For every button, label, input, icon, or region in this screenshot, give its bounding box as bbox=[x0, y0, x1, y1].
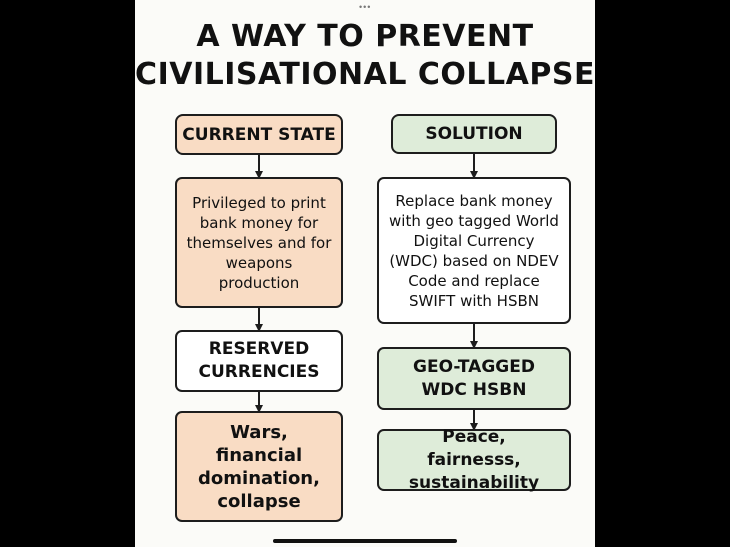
peace-fairness-box: Peace, fairnesss, sustainability bbox=[377, 427, 571, 493]
replace-bank-money-box: Replace bank money with geo tagged World… bbox=[377, 177, 571, 324]
more-dots-icon[interactable]: ••• bbox=[359, 2, 372, 12]
title-line-1: A WAY TO PREVENT bbox=[196, 19, 534, 54]
solution-header: SOLUTION bbox=[391, 114, 557, 154]
wars-collapse-box: Wars, financial domination, collapse bbox=[175, 411, 343, 522]
page-title: A WAY TO PREVENT CIVILISATIONAL COLLAPSE bbox=[135, 18, 595, 94]
reserved-currencies-box: RESERVED CURRENCIES bbox=[175, 330, 343, 392]
current-state-header: CURRENT STATE bbox=[175, 114, 343, 155]
home-indicator[interactable] bbox=[273, 539, 457, 543]
title-line-2: CIVILISATIONAL COLLAPSE bbox=[135, 57, 595, 92]
geo-tagged-wdc-box: GEO-TAGGED WDC HSBN bbox=[377, 347, 571, 410]
privileged-box: Privileged to print bank money for thems… bbox=[175, 177, 343, 308]
